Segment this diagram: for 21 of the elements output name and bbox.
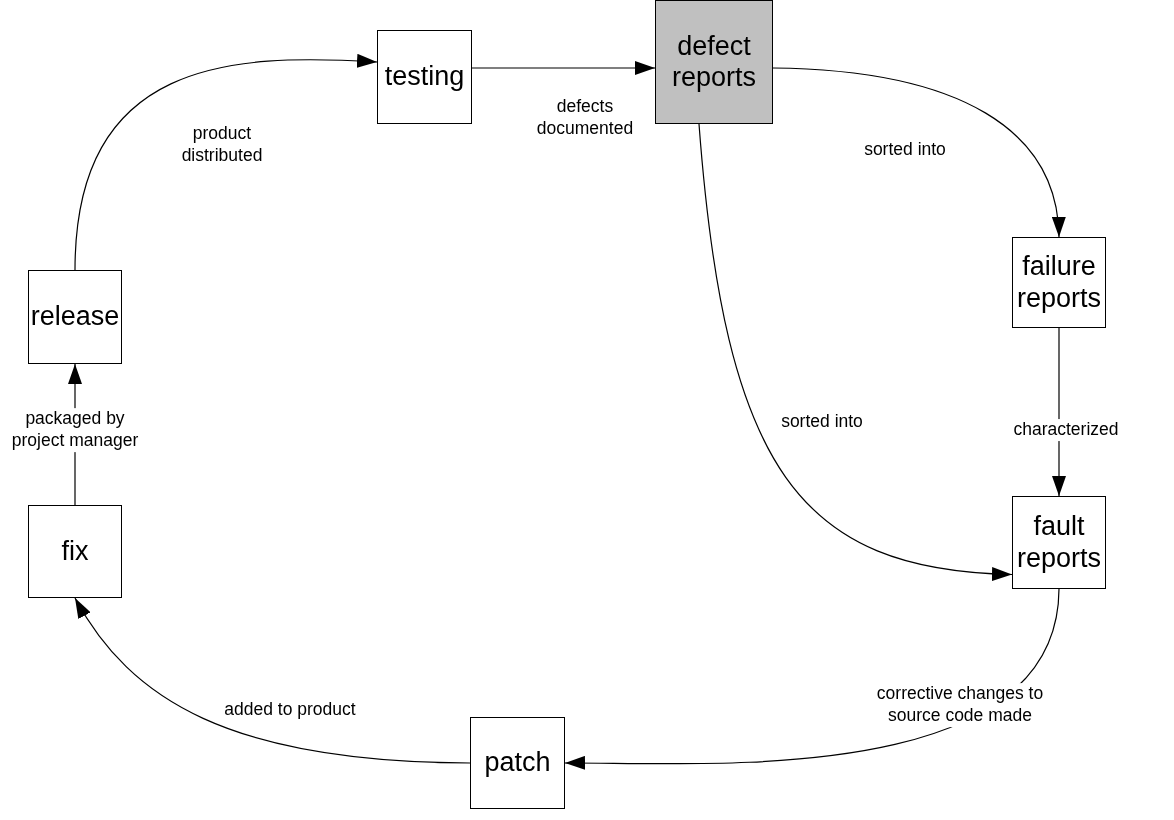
arrow	[471, 61, 656, 75]
node-label: fix	[61, 535, 89, 567]
process-box	[655, 0, 773, 124]
edge-label: added to product	[223, 699, 357, 721]
arrow	[74, 597, 471, 764]
arrow	[74, 54, 378, 271]
node-label: patch	[484, 747, 551, 779]
node-label: fault reports	[1015, 511, 1102, 574]
process-box	[1012, 237, 1106, 328]
process-box	[28, 505, 122, 598]
node-label: testing	[384, 61, 465, 93]
process-box	[1012, 496, 1106, 589]
node-label: defect reports	[670, 30, 757, 94]
arrow	[772, 67, 1065, 238]
process-box	[28, 270, 122, 364]
edge-label: characterized	[1012, 419, 1120, 441]
process-box	[377, 30, 472, 124]
node-label: failure reports	[1015, 251, 1102, 314]
node-label: release	[30, 301, 120, 333]
process-box	[470, 717, 565, 809]
arrow	[698, 123, 1013, 581]
